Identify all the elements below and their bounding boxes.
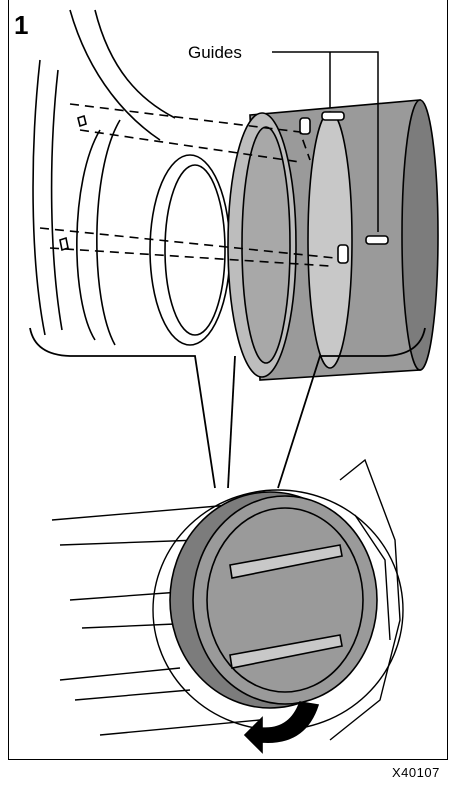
guides-label: Guides [188,43,242,63]
step-number: 1 [14,10,28,41]
cap-upper [228,100,438,380]
tire-cover [170,492,377,752]
figure-code: X40107 [392,765,440,780]
